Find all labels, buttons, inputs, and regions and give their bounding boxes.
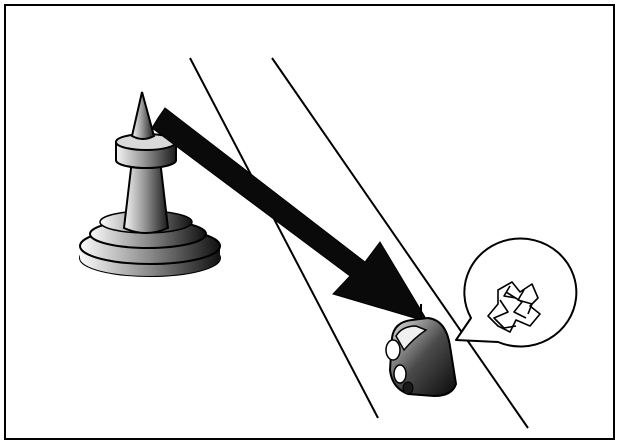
diagram-border [4, 4, 615, 440]
road-edge-left [189, 57, 379, 419]
signal-arrow-icon [151, 107, 430, 323]
car-icon [385, 304, 458, 398]
speech-bubble-icon [455, 237, 578, 348]
road-edge-right [271, 57, 529, 429]
road [189, 57, 529, 429]
noise-scribble [487, 281, 541, 333]
radio-tower-icon [79, 91, 221, 277]
